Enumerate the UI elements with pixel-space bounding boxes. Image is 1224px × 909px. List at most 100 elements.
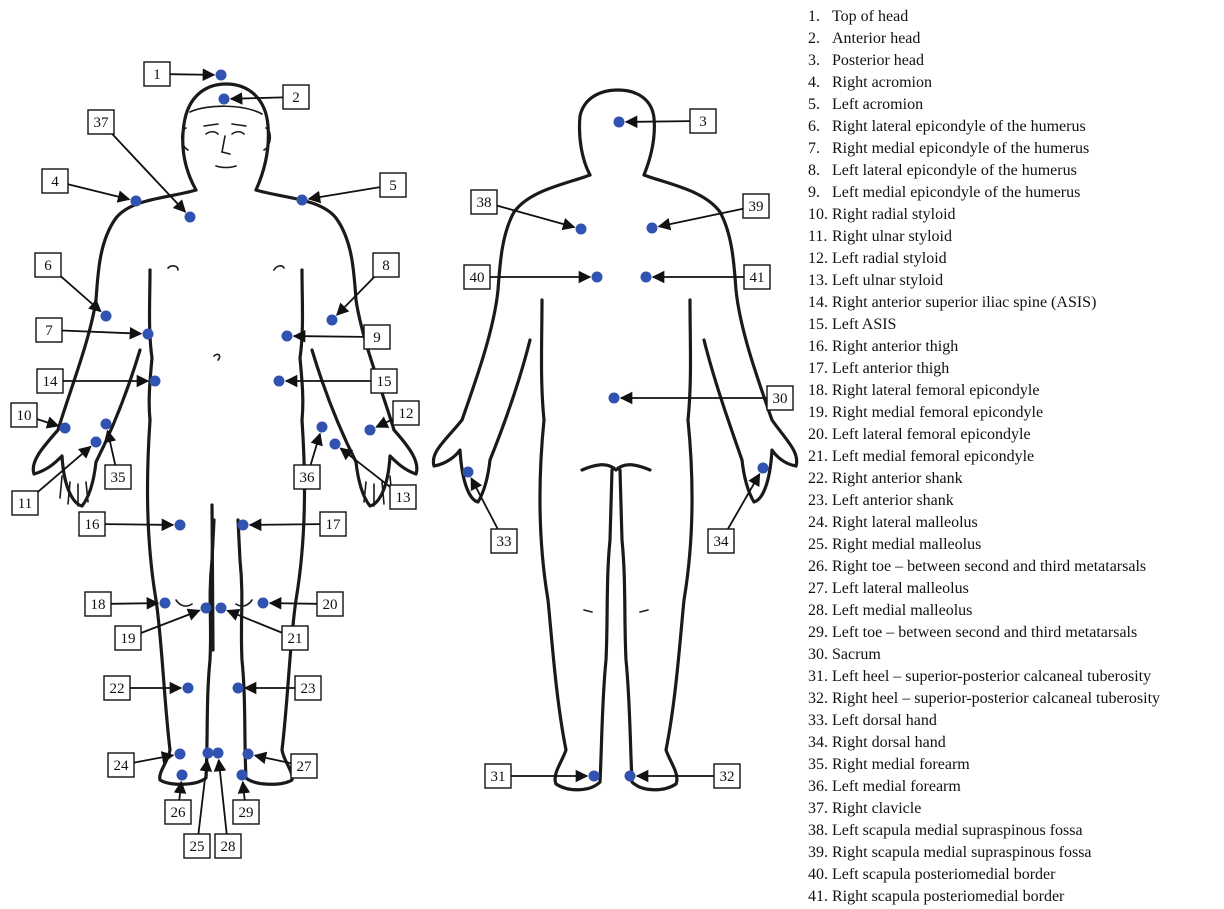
callout-arrow-10 bbox=[37, 419, 58, 426]
legend-label: Right medial malleolus bbox=[832, 534, 981, 556]
callout-arrow-29 bbox=[243, 782, 245, 800]
legend-item: 8.Left lateral epicondyle of the humerus bbox=[808, 160, 1218, 182]
legend-item: 3.Posterior head bbox=[808, 50, 1218, 72]
marker-dot-9 bbox=[282, 331, 293, 342]
legend-number: 19. bbox=[808, 402, 832, 424]
legend-label: Right lateral malleolus bbox=[832, 512, 978, 534]
legend-number: 25. bbox=[808, 534, 832, 556]
marker-dot-38 bbox=[576, 224, 587, 235]
front-inner-arm-right bbox=[300, 270, 303, 420]
back-crease-right bbox=[640, 610, 648, 612]
legend-number: 39. bbox=[808, 842, 832, 864]
callout-layer: 1234567891011121314151617181920212223242… bbox=[11, 62, 793, 858]
callout-number-19: 19 bbox=[121, 631, 136, 647]
legend-label: Right lateral epicondyle of the humerus bbox=[832, 116, 1086, 138]
callout-number-14: 14 bbox=[43, 374, 59, 390]
legend-label: Left lateral malleolus bbox=[832, 578, 969, 600]
marker-dot-22 bbox=[183, 683, 194, 694]
legend-item: 1.Top of head bbox=[808, 6, 1218, 28]
callout-arrow-9 bbox=[294, 336, 364, 337]
legend-label: Right medial femoral epicondyle bbox=[832, 402, 1043, 424]
legend-label: Left lateral epicondyle of the humerus bbox=[832, 160, 1077, 182]
legend-label: Right acromion bbox=[832, 72, 932, 94]
legend-item: 5.Left acromion bbox=[808, 94, 1218, 116]
callout-number-16: 16 bbox=[85, 517, 101, 533]
marker-dot-20 bbox=[258, 598, 269, 609]
back-torso-arms-outline bbox=[433, 175, 796, 502]
callout-number-38: 38 bbox=[477, 195, 492, 211]
legend-number: 28. bbox=[808, 600, 832, 622]
callout-number-35: 35 bbox=[111, 470, 126, 486]
front-inner-arm-left bbox=[149, 270, 152, 420]
callout-number-27: 27 bbox=[297, 759, 313, 775]
callout-number-34: 34 bbox=[714, 534, 730, 550]
marker-dot-26 bbox=[177, 770, 188, 781]
marker-dot-16 bbox=[175, 520, 186, 531]
front-torso-arms-outline bbox=[33, 190, 417, 506]
back-buttock-crease bbox=[582, 465, 650, 470]
legend-number: 20. bbox=[808, 424, 832, 446]
callout-arrow-18 bbox=[111, 603, 158, 604]
legend-number: 40. bbox=[808, 864, 832, 886]
legend-item: 36.Left medial forearm bbox=[808, 776, 1218, 798]
marker-dot-10 bbox=[60, 423, 71, 434]
callout-arrow-2 bbox=[231, 97, 283, 98]
callout-arrow-16 bbox=[105, 524, 173, 525]
legend-item: 25.Right medial malleolus bbox=[808, 534, 1218, 556]
callout-number-5: 5 bbox=[389, 178, 397, 194]
marker-dot-1 bbox=[216, 70, 227, 81]
legend-item: 37.Right clavicle bbox=[808, 798, 1218, 820]
legend-item: 15.Left ASIS bbox=[808, 314, 1218, 336]
marker-dot-31 bbox=[589, 771, 600, 782]
legend-item: 10.Right radial styloid bbox=[808, 204, 1218, 226]
legend-item: 17.Left anterior thigh bbox=[808, 358, 1218, 380]
front-hairline bbox=[190, 106, 262, 114]
callout-arrow-19 bbox=[141, 611, 199, 633]
legend-item: 13.Left ulnar styloid bbox=[808, 270, 1218, 292]
legend-number: 22. bbox=[808, 468, 832, 490]
legend-item: 30.Sacrum bbox=[808, 644, 1218, 666]
legend-label: Right scapula posteriomedial border bbox=[832, 886, 1064, 908]
back-inner-arm-right bbox=[688, 300, 691, 420]
legend-number: 3. bbox=[808, 50, 832, 72]
front-nipple-right bbox=[274, 266, 284, 270]
front-eyebrow-left bbox=[204, 124, 218, 126]
legend-item: 19.Right medial femoral epicondyle bbox=[808, 402, 1218, 424]
legend-label: Left radial styloid bbox=[832, 248, 947, 270]
legend-number: 34. bbox=[808, 732, 832, 754]
legend-label: Left medial forearm bbox=[832, 776, 961, 798]
legend-item: 9.Left medial epicondyle of the humerus bbox=[808, 182, 1218, 204]
back-crease-left bbox=[584, 610, 592, 612]
callout-number-13: 13 bbox=[396, 490, 411, 506]
callout-arrow-6 bbox=[61, 276, 101, 311]
callout-arrow-21 bbox=[227, 611, 282, 633]
legend-number: 36. bbox=[808, 776, 832, 798]
legend-number: 2. bbox=[808, 28, 832, 50]
marker-dot-32 bbox=[625, 771, 636, 782]
front-crotch-line bbox=[212, 505, 213, 650]
legend-label: Left medial epicondyle of the humerus bbox=[832, 182, 1080, 204]
legend-item: 38.Left scapula medial supraspinous foss… bbox=[808, 820, 1218, 842]
callout-number-15: 15 bbox=[377, 374, 392, 390]
legend-item: 4.Right acromion bbox=[808, 72, 1218, 94]
marker-dot-21 bbox=[216, 603, 227, 614]
callout-arrow-5 bbox=[309, 187, 380, 199]
marker-dot-5 bbox=[297, 195, 308, 206]
marker-dot-12 bbox=[365, 425, 376, 436]
front-eye-right bbox=[232, 132, 244, 134]
legend-number: 27. bbox=[808, 578, 832, 600]
legend-number: 41. bbox=[808, 886, 832, 908]
callout-number-30: 30 bbox=[773, 391, 788, 407]
legend-label: Right anterior shank bbox=[832, 468, 963, 490]
marker-dot-27 bbox=[243, 749, 254, 760]
callout-number-18: 18 bbox=[91, 597, 106, 613]
legend-label: Sacrum bbox=[832, 644, 881, 666]
legend-number: 12. bbox=[808, 248, 832, 270]
legend-number: 7. bbox=[808, 138, 832, 160]
marker-dot-30 bbox=[609, 393, 620, 404]
legend-item: 29.Left toe – between second and third m… bbox=[808, 622, 1218, 644]
back-head-outline bbox=[579, 90, 654, 175]
callout-number-40: 40 bbox=[470, 270, 485, 286]
legend-item: 31.Left heel – superior-posterior calcan… bbox=[808, 666, 1218, 688]
